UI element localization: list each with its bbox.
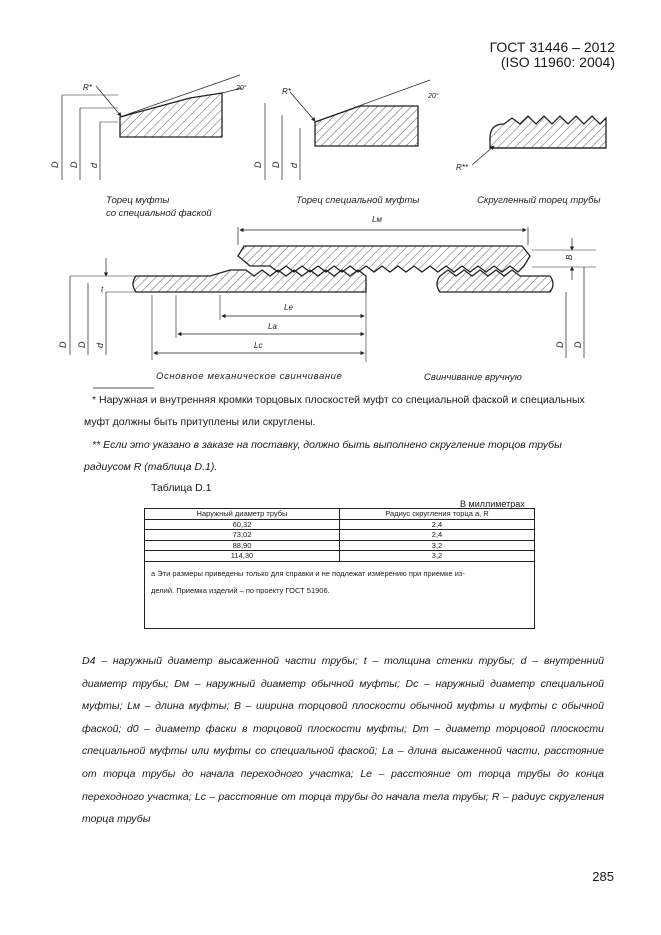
svg-text:D: D — [58, 341, 68, 348]
table-cell: 2,4 — [339, 518, 535, 530]
table-cell: 114,30 — [144, 550, 340, 562]
table-cell: 60,32 — [144, 518, 340, 530]
table-cell: 3,2 — [339, 550, 535, 562]
svg-text:D: D — [271, 161, 281, 168]
table-row: 88,90 3,2 — [144, 539, 535, 551]
table-title: Таблица D.1 — [151, 482, 212, 494]
table-row: 73,02 2,4 — [144, 529, 535, 541]
svg-text:D: D — [69, 161, 79, 168]
view-rounded-pipe-end: R** — [456, 115, 607, 172]
caption-special-bevel-1: Торец муфты — [106, 195, 169, 206]
standard-number: ГОСТ 31446 – 2012 — [489, 39, 615, 55]
table-cell: 3,2 — [339, 539, 535, 551]
lm-label: Lм — [372, 215, 382, 224]
view-special-coupling-end: R* 20° D D d — [253, 79, 439, 180]
svg-text:d: d — [289, 162, 299, 168]
page-number: 285 — [592, 869, 614, 884]
table-units: В миллиметрах — [460, 499, 525, 509]
table-header-row: Наружный диаметр трубы Радиус скругления… — [144, 508, 535, 520]
note-2: ** Если это указано в заказе на поставку… — [84, 439, 562, 473]
caption-hand-makeup: Свинчивание вручную — [424, 372, 522, 383]
note-1: * Наружная и внутренняя кромки торцовых … — [84, 394, 585, 428]
standard-iso-ref: (ISO 11960: 2004) — [500, 54, 615, 70]
svg-text:t: t — [101, 285, 104, 294]
view-special-bevel-end: R* 20° D D d — [50, 74, 247, 180]
r-double-star-label: R** — [456, 163, 469, 172]
angle-label-1: 20° — [235, 84, 247, 92]
table-row: 60,32 2,4 — [144, 518, 535, 530]
caption-special-coupling: Торец специальной муфты — [296, 195, 419, 206]
lc-label: Lc — [254, 341, 262, 350]
la-label: La — [268, 322, 277, 331]
r-star-label-2: R* — [282, 87, 292, 96]
svg-text:D: D — [253, 161, 263, 168]
le-label: Le — [284, 303, 293, 312]
table-row: 114,30 3,2 — [144, 550, 535, 562]
caption-mechanical-makeup: Основное механическое свинчивание — [156, 371, 342, 382]
svg-text:d: d — [95, 342, 105, 348]
pipe-left — [132, 269, 367, 293]
svg-text:D: D — [555, 341, 565, 348]
table-footnote: a Эти размеры приведены только для справ… — [144, 560, 535, 629]
svg-text:D: D — [573, 341, 583, 348]
table-cell: 73,02 — [144, 529, 340, 541]
table-d1: Наружный диаметр трубы Радиус скругления… — [144, 508, 535, 629]
coupling-assembly: Lм B — [237, 215, 596, 280]
table-header-cell: Радиус скругления торца a, R — [339, 508, 535, 520]
table-cell: 2,4 — [339, 529, 535, 541]
symbols-legend: D4 – наружный диаметр высаженной части т… — [82, 655, 604, 826]
table-footnote-line-2: делий. Приемка изделий – по проекту ГОСТ… — [151, 585, 330, 595]
svg-text:d: d — [89, 162, 99, 168]
table-footnote-row: a Эти размеры приведены только для справ… — [144, 560, 535, 629]
caption-rounded-pipe: Скругленный торец трубы — [477, 195, 600, 206]
svg-text:D: D — [77, 341, 87, 348]
r-star-label-1: R* — [83, 83, 93, 92]
b-label: B — [565, 254, 574, 260]
table-header-cell: Наружный диаметр трубы — [144, 508, 340, 520]
technical-drawing: R* 20° D D d R* 20° D D d R** Торец муфт… — [50, 74, 607, 389]
table-cell: 88,90 — [144, 539, 340, 551]
pipe-right — [436, 269, 554, 293]
angle-label-2: 20° — [427, 92, 439, 100]
caption-special-bevel-2: со специальной фаской — [106, 208, 212, 219]
svg-text:D: D — [50, 161, 60, 168]
table-footnote-line-1: a Эти размеры приведены только для справ… — [151, 568, 465, 578]
document-header: ГОСТ 31446 – 2012 (ISO 11960: 2004) — [490, 40, 615, 70]
